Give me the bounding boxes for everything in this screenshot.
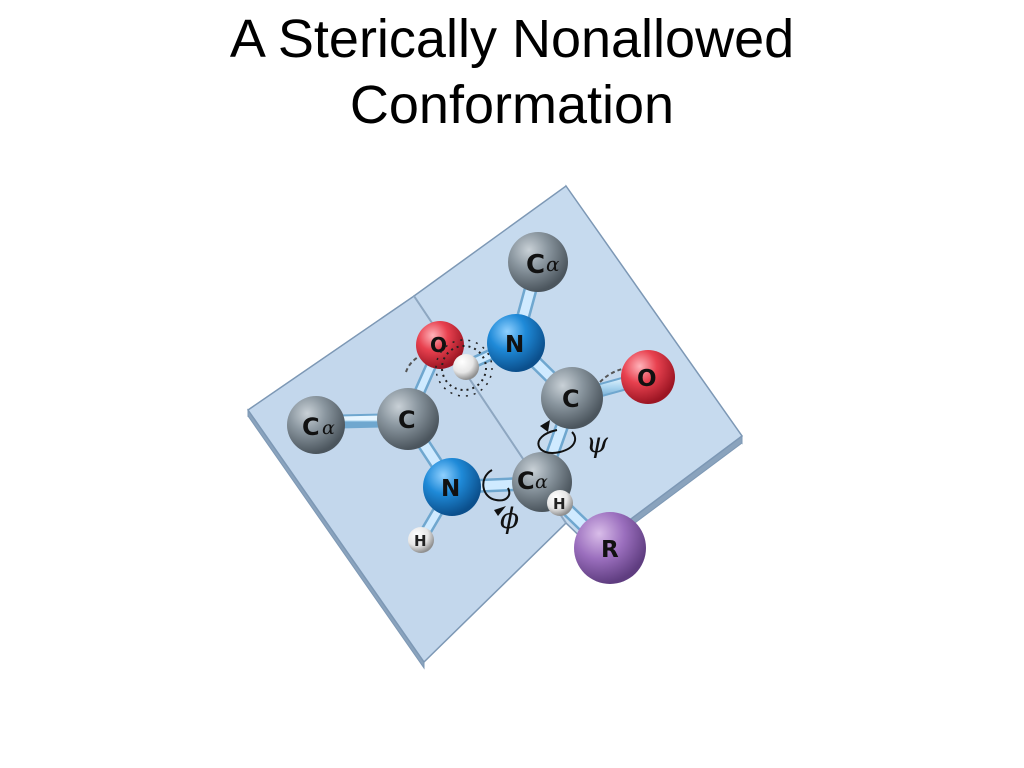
svg-text:C: C [302, 413, 320, 441]
svg-text:H: H [553, 495, 566, 513]
atom-ca-top: C α [508, 232, 568, 292]
left-peptide-plane [246, 294, 567, 670]
svg-text:N: N [505, 332, 524, 358]
svg-text:ψ: ψ [586, 426, 609, 459]
svg-text:C: C [398, 406, 416, 434]
atom-n-top: N [487, 314, 545, 372]
svg-text:O: O [430, 333, 447, 357]
atom-h-clash [435, 339, 493, 397]
phi-rotation-arrow: ϕ [482, 469, 519, 535]
svg-text:ϕ: ϕ [500, 502, 519, 535]
atom-o-right: O [621, 350, 675, 404]
atom-r-group: R [574, 512, 646, 584]
atom-h-center: H [547, 490, 573, 516]
svg-text:C: C [562, 385, 580, 413]
svg-text:O: O [637, 366, 657, 392]
svg-text:R: R [601, 537, 619, 563]
svg-text:C: C [517, 467, 535, 495]
svg-text:α: α [546, 252, 560, 276]
atom-h-bottom: H [408, 527, 434, 553]
atom-c-left: C [377, 388, 439, 450]
title-line-1: A Sterically Nonallowed [229, 9, 795, 69]
svg-text:N: N [441, 476, 460, 502]
psi-rotation-arrow: ψ [537, 420, 609, 459]
svg-text:α: α [322, 417, 335, 439]
atom-n-bottom: N [423, 458, 481, 516]
atom-c-right: C [541, 367, 603, 429]
svg-text:H: H [414, 532, 427, 550]
title-line-2: Conformation [349, 75, 675, 135]
atom-o-left: O [416, 321, 464, 369]
atom-ca-left: C α [287, 396, 345, 454]
svg-text:C: C [526, 250, 545, 280]
svg-text:α: α [535, 471, 548, 493]
slide-title: A Sterically Nonallowed Conformation [0, 6, 1024, 138]
